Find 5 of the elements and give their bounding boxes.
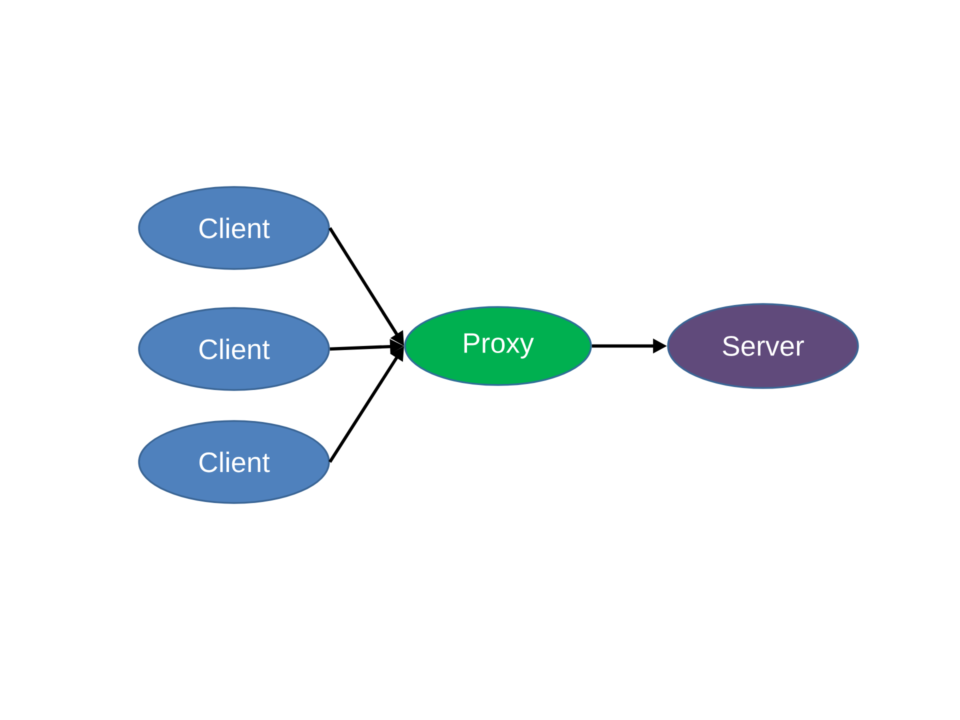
ellipse-node: Client — [138, 420, 330, 504]
ellipse-node: Server — [667, 303, 859, 389]
ellipse-node: Client — [138, 307, 330, 391]
ellipse-node: Proxy — [404, 306, 592, 386]
ellipse-node: Client — [138, 186, 330, 270]
